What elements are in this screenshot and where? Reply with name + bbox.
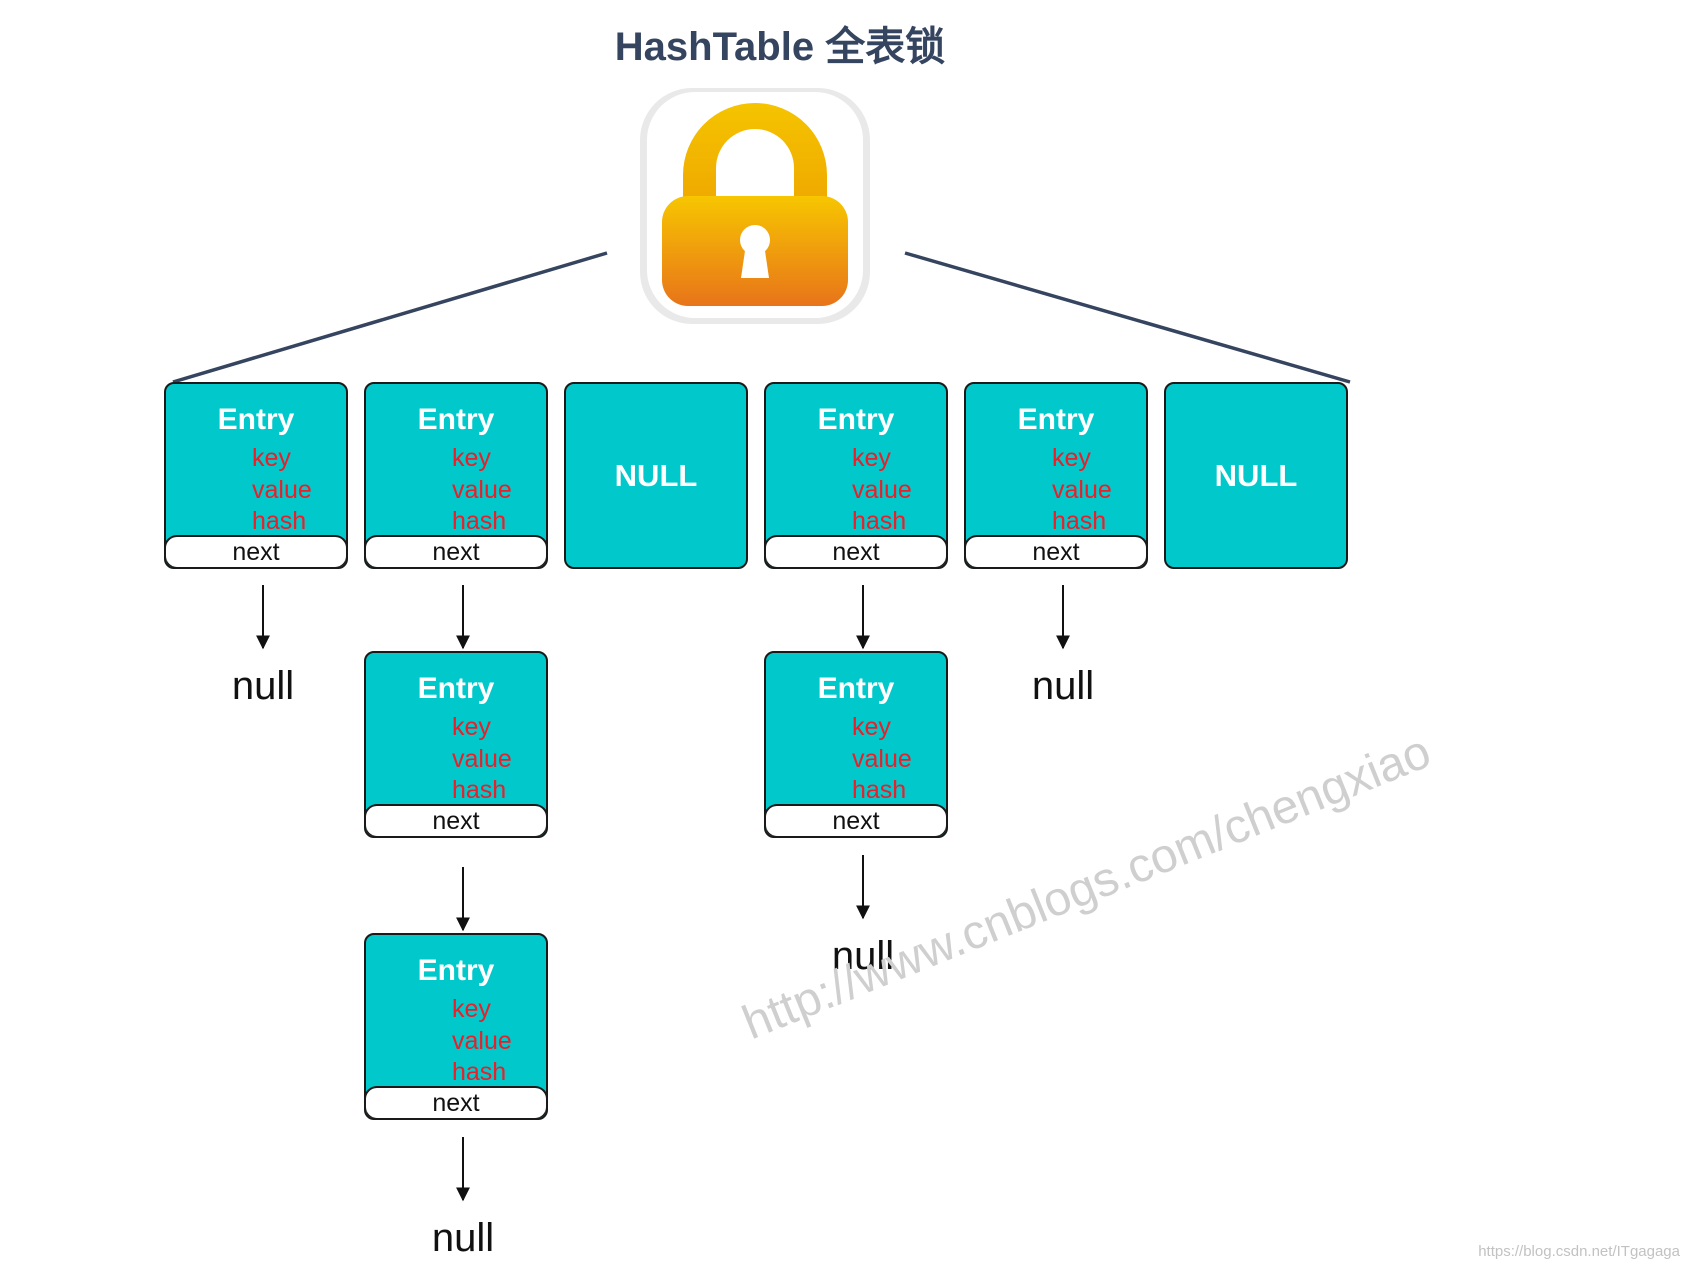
value-field: value: [452, 1027, 512, 1055]
entry-label: Entry: [1017, 403, 1095, 436]
entry-label: Entry: [417, 672, 495, 705]
key-field: key: [452, 995, 491, 1023]
next-pointer: next: [366, 1086, 546, 1118]
table-slot-entry: Entry key value hash next: [764, 382, 948, 569]
value-field: value: [452, 476, 512, 504]
chained-entry: Entry key value hash next: [764, 651, 948, 838]
chained-entry: Entry key value hash next: [364, 933, 548, 1120]
diagram-title: HashTable 全表锁: [614, 25, 946, 69]
key-field: key: [452, 444, 491, 472]
entry-label: Entry: [417, 954, 495, 987]
null-slot-label: NULL: [614, 458, 698, 493]
table-slot-entry: Entry key value hash next: [164, 382, 348, 569]
key-field: key: [1052, 444, 1091, 472]
null-terminator: null: [431, 1216, 495, 1260]
key-field: key: [852, 713, 891, 741]
entry-label: Entry: [217, 403, 295, 436]
null-terminator: null: [231, 664, 295, 708]
hash-field: hash: [1052, 507, 1107, 535]
null-slot-label: NULL: [1214, 458, 1298, 493]
value-field: value: [252, 476, 312, 504]
null-terminator: null: [831, 934, 895, 978]
next-pointer: next: [966, 535, 1146, 567]
table-slot-entry: Entry key value hash next: [364, 382, 548, 569]
next-pointer: next: [766, 804, 946, 836]
padlock-icon: [640, 88, 870, 324]
table-slot-null: NULL: [564, 382, 748, 569]
entry-label: Entry: [817, 672, 895, 705]
hash-field: hash: [452, 507, 507, 535]
hash-field: hash: [252, 507, 307, 535]
table-slot-entry: Entry key value hash next: [964, 382, 1148, 569]
key-field: key: [252, 444, 291, 472]
key-field: key: [452, 713, 491, 741]
value-field: value: [452, 745, 512, 773]
table-slot-null: NULL: [1164, 382, 1348, 569]
hash-field: hash: [852, 776, 907, 804]
hash-field: hash: [452, 1058, 507, 1086]
value-field: value: [852, 745, 912, 773]
entry-label: Entry: [817, 403, 895, 436]
entry-label: Entry: [417, 403, 495, 436]
value-field: value: [852, 476, 912, 504]
next-pointer: next: [366, 804, 546, 836]
lock-link-left: [172, 251, 608, 384]
chained-entry: Entry key value hash next: [364, 651, 548, 838]
value-field: value: [1052, 476, 1112, 504]
source-credit: https://blog.csdn.net/ITgagaga: [1478, 1243, 1680, 1260]
next-pointer: next: [366, 535, 546, 567]
null-terminator: null: [1031, 664, 1095, 708]
hash-field: hash: [852, 507, 907, 535]
lock-link-right: [904, 251, 1351, 384]
chain-arrows: [256, 585, 1070, 1202]
hash-field: hash: [452, 776, 507, 804]
next-pointer: next: [166, 535, 346, 567]
key-field: key: [852, 444, 891, 472]
next-pointer: next: [766, 535, 946, 567]
